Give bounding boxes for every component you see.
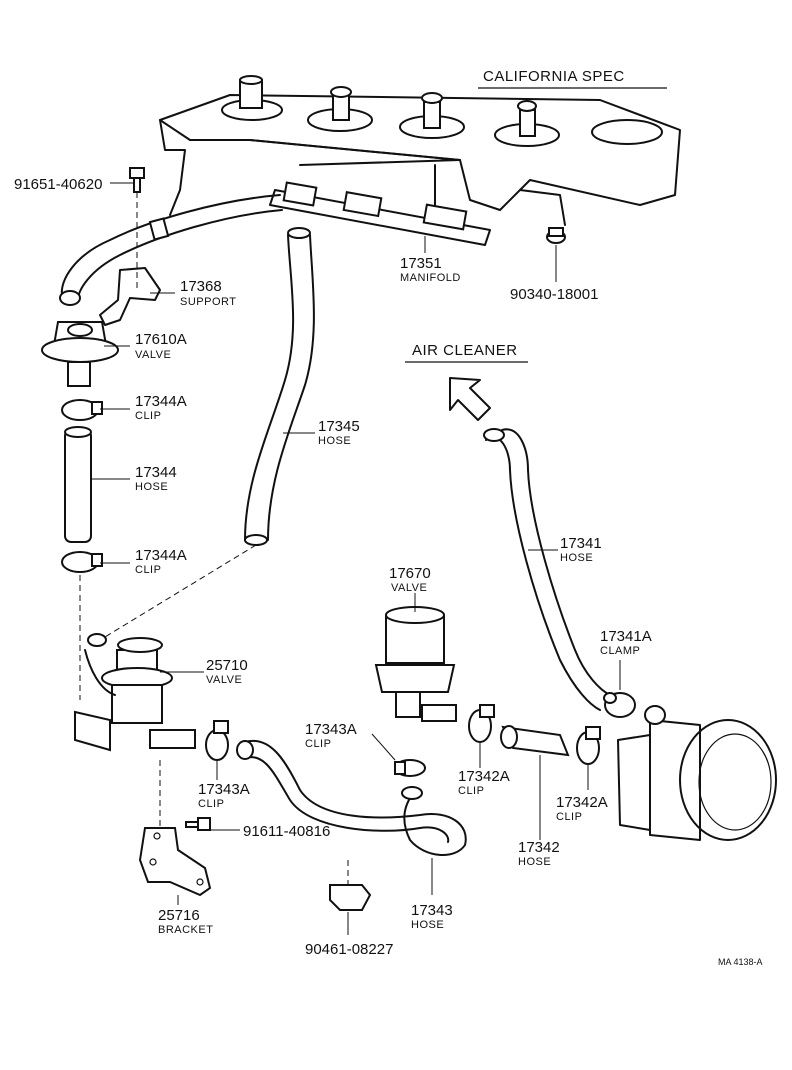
svg-text:17342: 17342 bbox=[518, 839, 560, 856]
svg-text:17344: 17344 bbox=[135, 464, 177, 481]
valve-25710 bbox=[74, 633, 196, 752]
callout-17670: 17670 VALVE bbox=[389, 565, 431, 594]
svg-text:VALVE: VALVE bbox=[135, 349, 171, 361]
engine-outline bbox=[159, 75, 681, 226]
callout-17343A-left: 17343A CLIP bbox=[198, 781, 250, 810]
svg-text:VALVE: VALVE bbox=[391, 582, 427, 594]
top-left-hose bbox=[59, 194, 283, 306]
svg-text:17345: 17345 bbox=[318, 418, 360, 435]
svg-text:25716: 25716 bbox=[158, 907, 200, 924]
svg-text:91611-40816: 91611-40816 bbox=[243, 823, 330, 840]
clamp-90461 bbox=[329, 860, 372, 911]
svg-text:17343A: 17343A bbox=[198, 781, 250, 798]
svg-text:HOSE: HOSE bbox=[518, 856, 551, 868]
hose-17345 bbox=[244, 227, 315, 546]
callout-17341A: 17341A CLAMP bbox=[600, 628, 652, 657]
svg-text:90340-18001: 90340-18001 bbox=[510, 286, 598, 303]
svg-text:CLIP: CLIP bbox=[305, 738, 331, 750]
air-cleaner-label: AIR CLEANER bbox=[412, 342, 518, 359]
hose-17343 bbox=[236, 739, 467, 857]
callout-17342A-right: 17342A CLIP bbox=[556, 794, 608, 823]
clamp-17341A bbox=[603, 692, 636, 718]
callout-17343: 17343 HOSE bbox=[411, 902, 453, 931]
callout-17368: 17368 SUPPORT bbox=[180, 278, 236, 308]
callout-17342: 17342 HOSE bbox=[518, 839, 560, 868]
clip-17342A-right bbox=[576, 726, 601, 765]
clip-17344A-bottom bbox=[61, 551, 103, 573]
callout-91611: 91611-40816 bbox=[243, 823, 330, 840]
callout-25710: 25710 VALVE bbox=[206, 657, 248, 686]
hose-17344 bbox=[64, 426, 92, 543]
svg-text:17351: 17351 bbox=[400, 255, 442, 272]
manifold-17351 bbox=[269, 181, 491, 246]
bracket-25716 bbox=[138, 760, 212, 897]
callout-17341: 17341 HOSE bbox=[560, 535, 602, 564]
valve-17670 bbox=[374, 606, 457, 722]
plug-cap-2 bbox=[307, 86, 373, 132]
svg-text:17344A: 17344A bbox=[135, 547, 187, 564]
callout-17344: 17344 HOSE bbox=[135, 464, 177, 493]
callout-17342A-left: 17342A CLIP bbox=[458, 768, 510, 797]
drawing-code: MA 4138-A bbox=[718, 957, 763, 967]
svg-text:17610A: 17610A bbox=[135, 331, 187, 348]
bolt-91611-icon bbox=[185, 817, 211, 831]
callout-25716: 25716 BRACKET bbox=[158, 907, 213, 936]
svg-text:CLIP: CLIP bbox=[135, 564, 161, 576]
svg-text:17341: 17341 bbox=[560, 535, 602, 552]
svg-text:17342A: 17342A bbox=[458, 768, 510, 785]
svg-text:CLIP: CLIP bbox=[556, 811, 582, 823]
hose-17341 bbox=[483, 428, 611, 711]
callout-17344A-top: 17344A CLIP bbox=[135, 393, 187, 422]
air-pump-body bbox=[617, 705, 777, 841]
clip-17342A-left bbox=[468, 704, 495, 743]
svg-text:MANIFOLD: MANIFOLD bbox=[400, 272, 461, 284]
svg-text:BRACKET: BRACKET bbox=[158, 924, 213, 936]
bolt-91651-icon bbox=[129, 167, 145, 290]
svg-text:SUPPORT: SUPPORT bbox=[180, 296, 236, 308]
svg-text:CLIP: CLIP bbox=[458, 785, 484, 797]
clip-17343A-mid bbox=[394, 759, 426, 777]
california-spec-title: CALIFORNIA SPEC bbox=[483, 68, 625, 85]
svg-text:CLAMP: CLAMP bbox=[600, 645, 640, 657]
callout-90340: 90340-18001 bbox=[510, 286, 598, 303]
plug-cap-5 bbox=[591, 119, 663, 145]
svg-text:17343: 17343 bbox=[411, 902, 453, 919]
callout-17345: 17345 HOSE bbox=[318, 418, 360, 447]
svg-text:HOSE: HOSE bbox=[135, 481, 168, 493]
clip-17344A-top bbox=[61, 399, 103, 421]
svg-text:HOSE: HOSE bbox=[411, 919, 444, 931]
callout-17610A: 17610A VALVE bbox=[135, 331, 187, 361]
callout-17351: 17351 MANIFOLD bbox=[400, 255, 461, 284]
callout-90461: 90461-08227 bbox=[305, 941, 393, 958]
svg-text:17342A: 17342A bbox=[556, 794, 608, 811]
support-17368 bbox=[99, 267, 161, 326]
svg-text:90461-08227: 90461-08227 bbox=[305, 941, 393, 958]
svg-text:17341A: 17341A bbox=[600, 628, 652, 645]
callout-17344A-bottom: 17344A CLIP bbox=[135, 547, 187, 576]
callout-17343A-mid: 17343A CLIP bbox=[305, 721, 357, 750]
svg-text:17368: 17368 bbox=[180, 278, 222, 295]
svg-text:25710: 25710 bbox=[206, 657, 248, 674]
svg-text:CLIP: CLIP bbox=[198, 798, 224, 810]
svg-text:VALVE: VALVE bbox=[206, 674, 242, 686]
svg-text:CLIP: CLIP bbox=[135, 410, 161, 422]
plug-cap-1 bbox=[221, 75, 283, 121]
svg-text:17670: 17670 bbox=[389, 565, 431, 582]
svg-text:91651-40620: 91651-40620 bbox=[14, 176, 102, 193]
svg-text:17344A: 17344A bbox=[135, 393, 187, 410]
dash-17345-to-25710 bbox=[99, 544, 257, 641]
callout-91651: 91651-40620 bbox=[14, 176, 102, 193]
svg-text:17343A: 17343A bbox=[305, 721, 357, 738]
air-cleaner-arrow-icon bbox=[449, 377, 491, 421]
valve-17610A bbox=[41, 321, 119, 387]
hose-17342 bbox=[500, 725, 570, 757]
leader-lines bbox=[91, 182, 621, 935]
plug-cap-3 bbox=[399, 92, 465, 139]
plug-cap-4 bbox=[494, 100, 560, 147]
svg-text:HOSE: HOSE bbox=[560, 552, 593, 564]
svg-text:HOSE: HOSE bbox=[318, 435, 351, 447]
clip-17343A-left bbox=[205, 720, 229, 761]
fitting-90340-icon bbox=[546, 227, 566, 244]
